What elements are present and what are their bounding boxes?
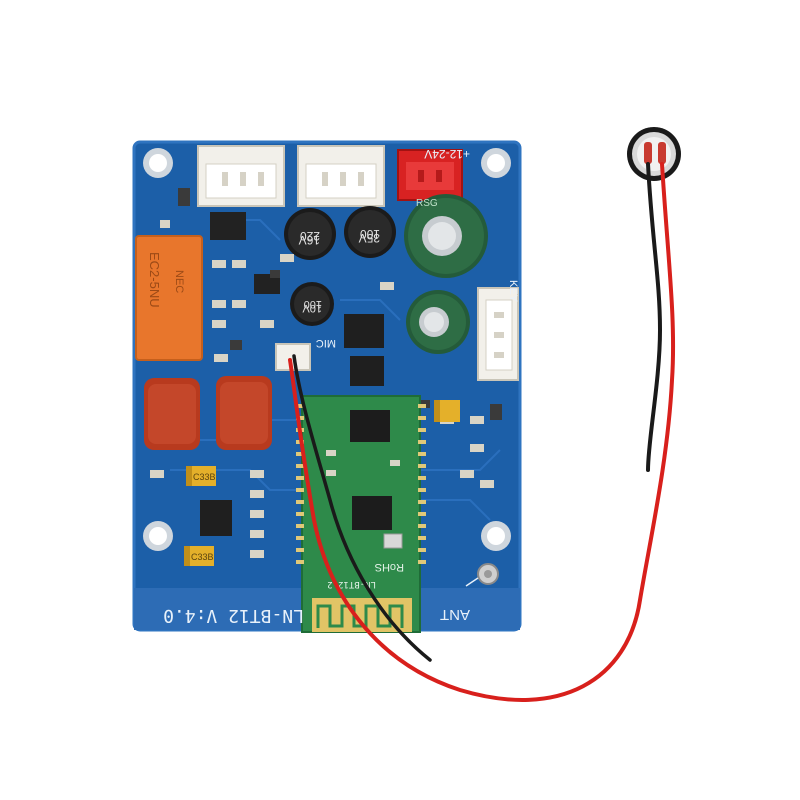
antenna-ufl-connector <box>465 563 499 587</box>
tantalum-1-label: C33B <box>193 472 216 482</box>
mic-label: MIC <box>316 337 336 349</box>
cap-brand: RSG <box>416 198 438 209</box>
bluetooth-module: RoHS LN-BT12-2 <box>296 395 426 633</box>
connector-key <box>477 287 519 381</box>
capacitor-100uf-35v: 100 35V <box>344 206 396 258</box>
connector-jst-middle <box>297 145 385 207</box>
antenna-label: ANT <box>440 606 470 623</box>
film-capacitor-left <box>144 378 200 450</box>
microphone-wire <box>288 162 676 702</box>
power-label: +12-24V <box>424 147 470 161</box>
tantalum-2-label: C33B <box>191 552 214 562</box>
capacitor-220uf: 220 16V <box>284 208 336 260</box>
capacitor-100uf-10v: 100 10V <box>290 282 334 326</box>
tantalum-cap-1: C33B <box>186 466 216 486</box>
capacitor-green-large: RSG <box>404 194 488 278</box>
board-model-label: LN-BT12 V:4.0 <box>163 605 304 626</box>
key-label: KEY <box>507 280 519 303</box>
cap2-value: 100 <box>360 227 380 241</box>
cap3-voltage: 10V <box>302 302 322 314</box>
mounting-holes <box>143 148 511 551</box>
module-rohs: RoHS <box>375 561 404 573</box>
connector-jst-left <box>197 145 285 207</box>
ic-chips <box>200 212 384 536</box>
tantalum-cap-3 <box>434 400 460 422</box>
connector-power-red <box>397 149 463 201</box>
cap2-voltage: 35V <box>359 231 380 245</box>
relay: EC2-5NU NEC <box>135 235 203 361</box>
microphone-capsule <box>627 127 681 181</box>
cap1-value: 220 <box>300 229 320 243</box>
tantalum-cap-2: C33B <box>184 546 214 566</box>
capacitor-green-small <box>406 290 470 354</box>
cap1-voltage: 16V <box>299 233 320 247</box>
relay-model: EC2-5NU <box>147 252 162 308</box>
relay-maker: NEC <box>173 270 185 293</box>
cap3-value: 100 <box>304 298 322 310</box>
module-id: LN-BT12-2 <box>327 579 376 589</box>
film-capacitor-right <box>216 376 272 450</box>
